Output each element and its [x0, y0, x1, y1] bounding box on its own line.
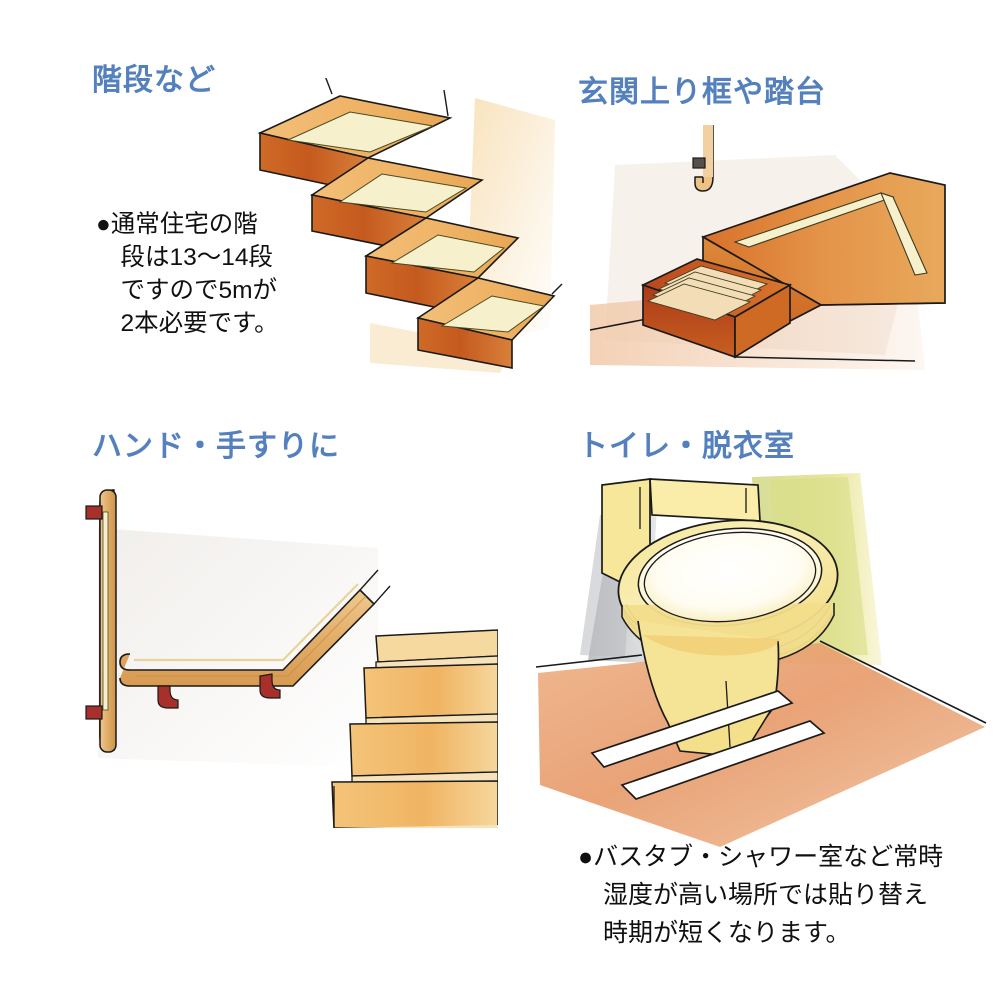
panel-toilet-note: ●バスタブ・シャワー室など常時 湿度が高い場所では貼り替え 時期が短くなります。	[578, 843, 944, 947]
stair-step-bottom	[416, 277, 563, 369]
stairs-illustration	[257, 78, 563, 373]
entrance-step-illustration	[589, 125, 946, 370]
toilet-illustration	[535, 473, 987, 847]
handrail-bracket-right-icon	[259, 673, 281, 699]
wall-handrail-bent	[119, 569, 391, 709]
floor-anti-slip-strips	[590, 690, 826, 800]
vertical-grab-bar	[85, 489, 117, 753]
handrail-panel-stairs	[331, 629, 498, 828]
panel-entrance-heading: 玄関上り框や踏台	[578, 76, 826, 109]
handrail-illustration	[85, 489, 498, 828]
panel-handrail-heading: ハンド・手すりに	[92, 430, 340, 463]
entrance-step-stool	[640, 258, 793, 359]
handrail-bracket-icon	[692, 157, 706, 169]
entrance-handrail	[692, 125, 714, 192]
grab-bar-bracket-bottom-icon	[85, 705, 103, 720]
panel-stairs-note: ●通常住宅の階 段は13〜14段 ですので5mが 2本必要です。	[96, 211, 279, 337]
panel-stairs-heading: 階段など	[92, 64, 216, 97]
grab-bar-anti-slip-strip	[102, 511, 109, 711]
grab-bar-bracket-top-icon	[85, 505, 103, 520]
handrail-bracket-left-icon	[157, 685, 179, 709]
panel-toilet-heading: トイレ・脱衣室	[578, 430, 795, 463]
